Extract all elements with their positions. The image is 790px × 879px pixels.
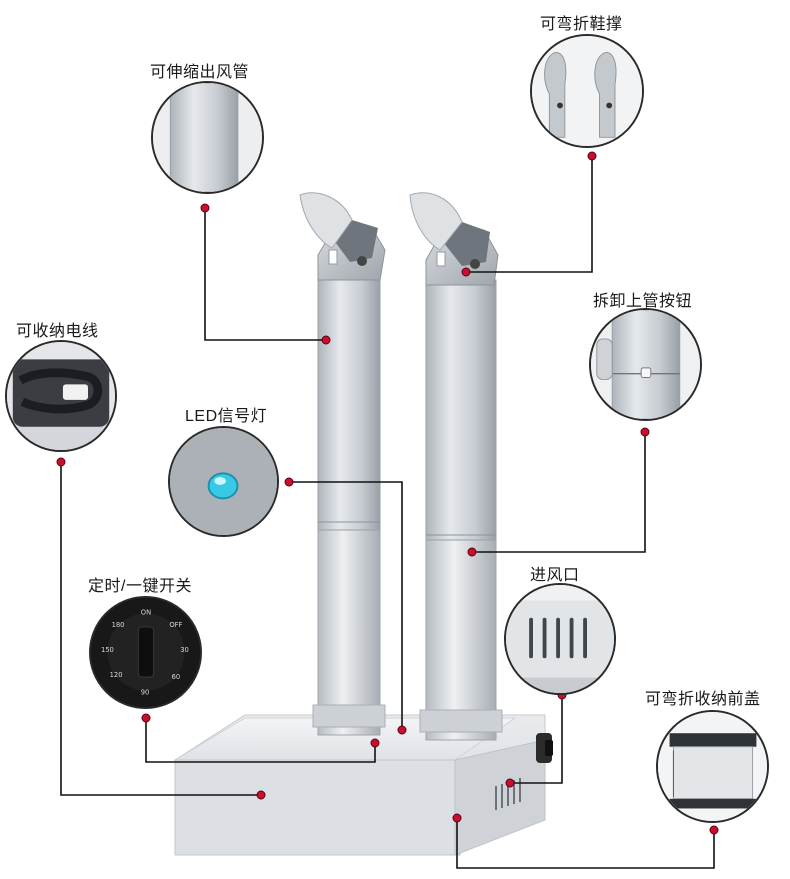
dial-mark-120: 120 [110,671,123,679]
led-light [207,472,239,500]
label-air-inlet: 进风口 [530,567,580,584]
right-tower [409,192,503,741]
label-fold-shoe-tree: 可弯折鞋撑 [540,16,623,33]
dial-mark-90: 90 [141,688,150,696]
zoom-extend-tube [151,81,264,194]
dial-mark-off: OFF [169,621,182,629]
label-fold-front-cover: 可弯折收纳前盖 [645,691,761,708]
zoom-cord-storage [5,340,117,452]
zoom-fold-front-cover [656,710,769,823]
label-cord-storage: 可收纳电线 [16,323,99,340]
dial-mark-60: 60 [172,673,181,681]
zoom-led [168,426,279,537]
leader-lines [60,156,715,869]
zoom-fold-shoe-tree [530,34,644,148]
dial-mark-150: 150 [101,646,114,654]
label-led: LED信号灯 [185,408,268,425]
zoom-air-inlet [504,583,616,695]
zoom-release-button [589,308,702,421]
dial-mark-180: 180 [112,621,125,629]
label-extend-tube: 可伸缩出风管 [150,64,250,81]
left-tower [299,192,386,736]
callout-dots [56,151,719,835]
zoom-timer-switch: ON 180 150 120 90 60 30 OFF [89,596,202,709]
dryer-base [173,714,553,856]
dial-mark-on: ON [141,608,151,616]
label-release-button: 拆卸上管按钮 [593,293,693,310]
dial-mark-30: 30 [180,646,189,654]
timer-knob [536,733,553,763]
label-timer-switch: 定时/一键开关 [88,578,192,595]
